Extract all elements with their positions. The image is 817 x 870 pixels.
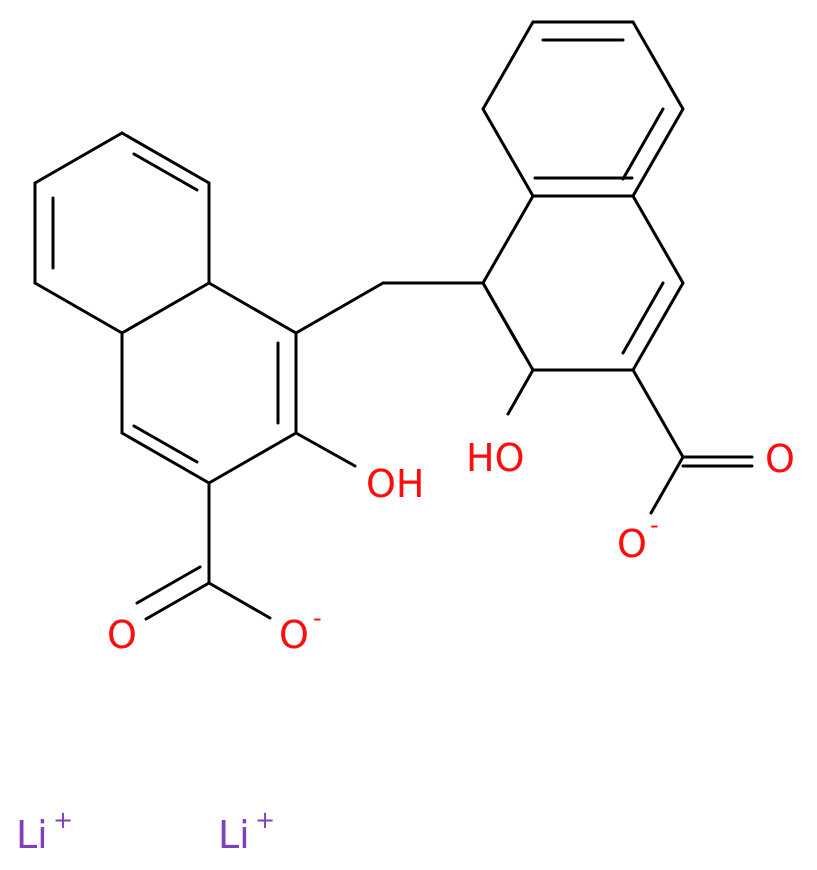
bond	[132, 152, 199, 192]
left-naphthalene-inner-ring	[120, 281, 298, 485]
carbonyl-oxygen-right-label: O	[765, 437, 795, 481]
hydroxyl-right-label: HO	[466, 436, 524, 480]
bond-to-hydroxyl	[506, 368, 535, 416]
lithium-ion-1-charge: +	[53, 806, 73, 834]
lithium-ion-1-label: Li	[16, 813, 48, 857]
bond	[120, 431, 211, 485]
bond	[207, 281, 298, 335]
bond	[621, 281, 665, 355]
carboxylate-left-charge: -	[313, 604, 322, 632]
bond-carboxylate	[649, 455, 685, 515]
bond	[481, 194, 535, 285]
bond	[481, 281, 525, 355]
carboxylate-right-charge: -	[650, 511, 659, 539]
lithium-ion-2-label: Li	[218, 813, 250, 857]
lithium-ion-2-charge: +	[255, 806, 275, 834]
left-substituents	[135, 431, 357, 621]
bond	[631, 20, 685, 111]
bond	[481, 20, 535, 111]
bond-carbonyl	[144, 581, 211, 621]
carboxylate-oxygen-right-label: O	[617, 522, 647, 566]
bond	[33, 131, 124, 185]
carboxylate-oxygen-left-label: O	[279, 613, 309, 657]
methylene-bridge	[294, 281, 485, 335]
bond-carbonyl	[135, 565, 202, 605]
right-naphthalene-inner-ring	[481, 194, 685, 372]
bond	[481, 107, 535, 198]
bond-carboxylate	[207, 581, 272, 620]
bond	[631, 194, 685, 285]
bond	[631, 107, 685, 198]
bond	[120, 131, 211, 185]
bond	[132, 424, 199, 464]
bond	[294, 281, 385, 335]
left-naphthalene-outer-ring	[33, 131, 211, 335]
right-substituents	[506, 368, 754, 515]
bond-to-carboxyl	[631, 368, 685, 459]
bond	[631, 281, 685, 372]
bond	[621, 107, 665, 181]
hydroxyl-left-label: OH	[366, 462, 424, 506]
bond	[33, 281, 124, 335]
bond	[120, 281, 211, 335]
bond	[207, 431, 298, 485]
right-naphthalene-outer-ring	[481, 20, 685, 198]
carbonyl-oxygen-left-label: O	[107, 613, 137, 657]
bond-to-hydroxyl	[294, 431, 357, 468]
